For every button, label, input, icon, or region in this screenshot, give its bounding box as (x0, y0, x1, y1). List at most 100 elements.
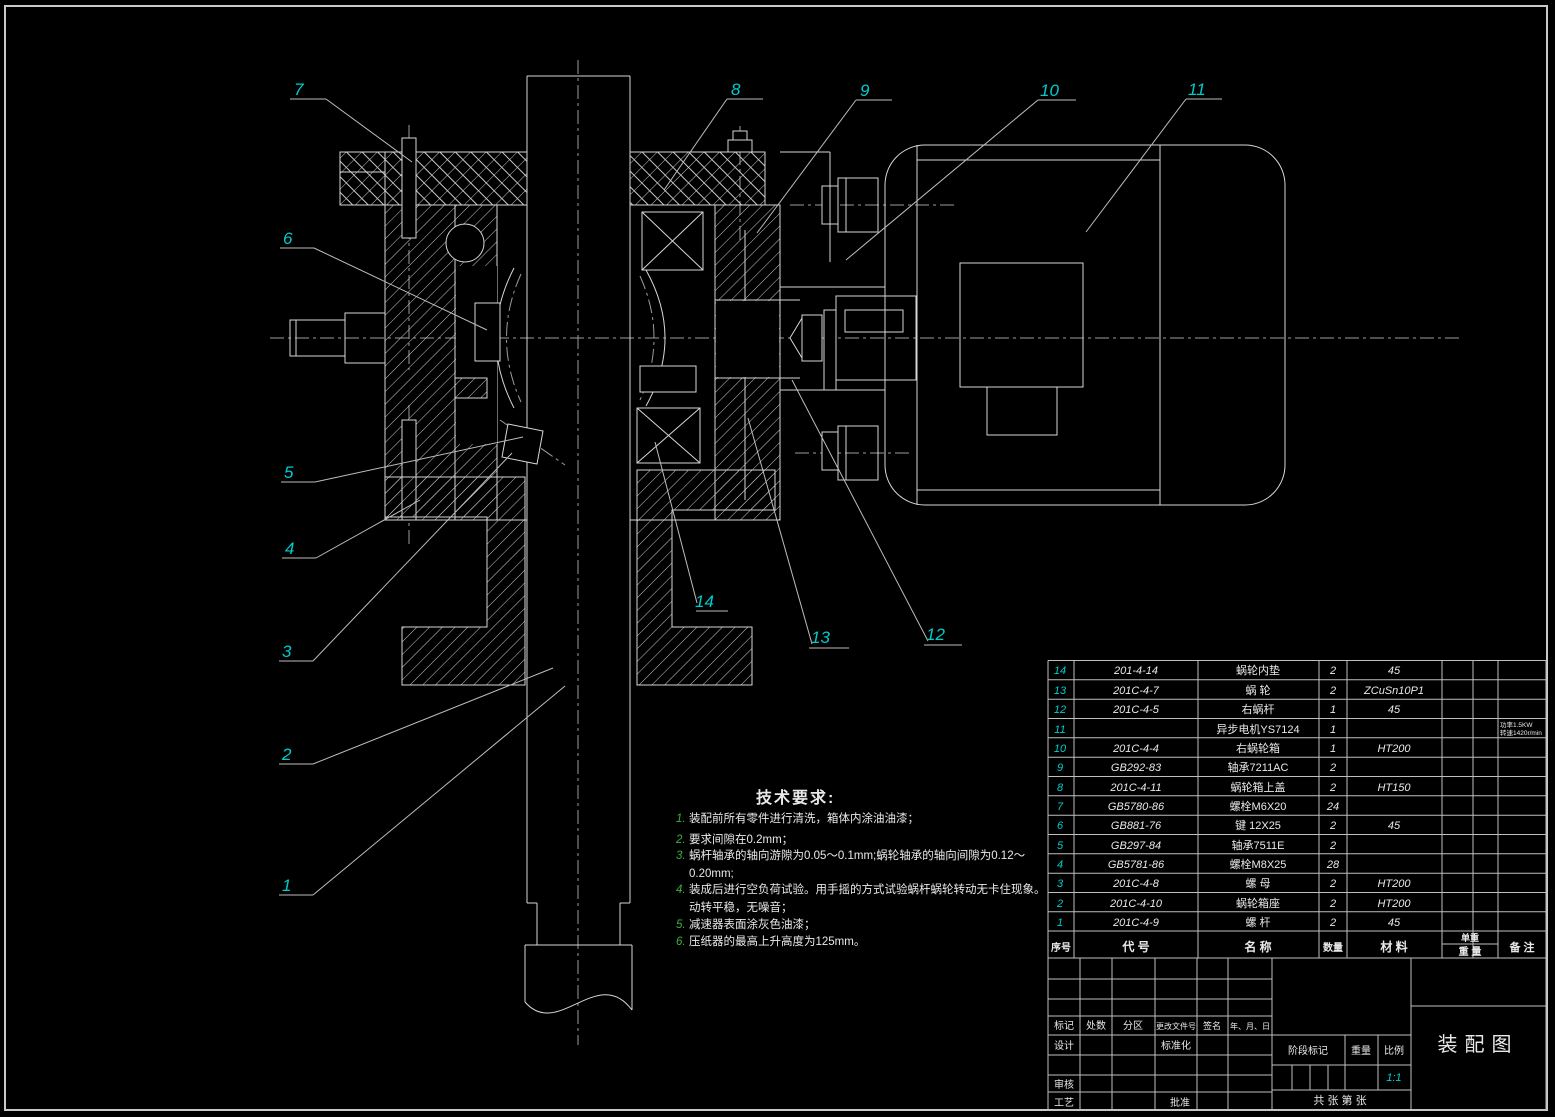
bom-cell: 201C-4-5 (1112, 704, 1160, 716)
coupling-key (844, 309, 904, 333)
tech-item-text: 动转平稳，无噪音； (689, 900, 793, 914)
tb-label: 处数 (1086, 1019, 1106, 1032)
oil-plug (445, 223, 485, 263)
callout-1: 1 (282, 876, 291, 895)
tech-item-number: 6. (676, 936, 686, 948)
tech-item-text: 装成后进行空负荷试验。用手摇的方式试验蜗杆蜗轮转动无卡住现象。 (689, 882, 1046, 896)
tb-label: 分区 (1123, 1020, 1143, 1032)
bearing-square-top (641, 211, 704, 271)
bom-cell: GB292-83 (1111, 762, 1162, 774)
worm-wheel-section (445, 211, 704, 465)
bom-cell: 2 (1329, 820, 1336, 832)
callout-6: 6 (283, 229, 293, 248)
tb-label: 年、月、日 (1230, 1021, 1270, 1031)
top-cover-right (629, 151, 766, 206)
tb-review-label: 审核 (1054, 1078, 1074, 1091)
callout-5: 5 (284, 463, 294, 482)
bom-cell: 8 (1057, 782, 1064, 794)
callout-9: 9 (860, 81, 870, 100)
bom-cell: 45 (1388, 704, 1401, 716)
bom-motor-remark: 功率1.5KW (1500, 720, 1533, 729)
bom-header: 代 号 (1121, 939, 1149, 954)
bom-header: 重 量 (1459, 945, 1482, 958)
bom-cell: 2 (1329, 898, 1336, 910)
pedestal-right (636, 469, 776, 686)
tb-stage-mark-label: 阶段标记 (1288, 1044, 1328, 1057)
bom-cell: 201C-4-8 (1112, 878, 1160, 890)
bom-cell: 201C-4-9 (1112, 917, 1159, 929)
bom-header: 数量 (1323, 941, 1343, 954)
bom-motor-remark: 转速1420r/min (1500, 728, 1542, 737)
callout-14: 14 (695, 592, 714, 611)
callout-2: 2 (281, 745, 292, 764)
bom-cell: 蜗轮箱座 (1236, 896, 1280, 910)
seal-block (454, 377, 488, 399)
bom-cell: 2 (1329, 840, 1336, 852)
tech-item-number: 3. (676, 850, 686, 862)
bom-cell: 2 (1329, 878, 1336, 890)
bom-cell: HT200 (1377, 898, 1411, 910)
gearbox-housing (339, 151, 781, 521)
cover-bolt (727, 139, 753, 153)
bom-header: 材 料 (1379, 939, 1407, 954)
bom-cell: 2 (1329, 685, 1336, 697)
bom-cell: 10 (1054, 743, 1067, 755)
bom-cell: 201C-4-4 (1112, 743, 1159, 755)
callout-10: 10 (1040, 81, 1059, 100)
bom-cell: 45 (1388, 820, 1401, 832)
bom-cell: 24 (1326, 801, 1339, 813)
bom-cell: 201C-4-7 (1112, 685, 1160, 697)
bom-cell: 2 (1056, 898, 1063, 910)
bom-cell: GB5780-86 (1108, 801, 1165, 813)
tb-label: 标记 (1054, 1020, 1074, 1032)
bom-cell: 右蜗轮箱 (1236, 741, 1280, 755)
bom-cell: 5 (1057, 840, 1064, 852)
bom-cell: 201C-4-11 (1109, 782, 1161, 794)
tech-item-text: 压纸器的最高上升高度为125mm。 (689, 934, 865, 948)
break-line (524, 994, 633, 1014)
callout-leaders: 7 8 9 10 11 6 5 4 3 2 1 14 13 12 (279, 80, 1222, 896)
motor (884, 144, 1286, 506)
tech-requirements: 技术要求: 1. 装配前所有零件进行清洗，箱体内涂油油漆； 2. 要求间隙在0.… (675, 788, 1046, 948)
callout-8: 8 (731, 80, 741, 99)
bom-cell: 1 (1330, 743, 1336, 755)
tech-item-text: 装配前所有零件进行清洗，箱体内涂油油漆； (689, 811, 919, 825)
bom-cell: 螺栓M6X20 (1230, 799, 1287, 813)
bom-cell: 蜗轮内垫 (1236, 663, 1280, 677)
bom-cell: 201-4-14 (1113, 665, 1158, 677)
sheet-border-frame (4, 5, 1548, 1111)
bearing-square-bottom (636, 407, 701, 464)
bom-cell: 4 (1057, 859, 1063, 871)
press-column (524, 75, 633, 1014)
callout-3: 3 (282, 642, 292, 661)
callout-13: 13 (811, 628, 830, 647)
tech-item-text: 减速器表面涂灰色油漆； (689, 917, 816, 931)
bom-cell: GB881-76 (1111, 820, 1162, 832)
bom-cell: 螺栓M8X25 (1230, 857, 1287, 871)
bom-cell: 7 (1057, 801, 1064, 813)
bom-header: 序号 (1051, 941, 1071, 954)
bom-header: 单重 (1461, 932, 1479, 943)
bom-cell: 2 (1329, 782, 1336, 794)
bom-cell: 11 (1054, 724, 1065, 736)
tech-item-number: 5. (676, 919, 686, 931)
bom-cell: 1 (1330, 704, 1336, 716)
bom-cell: 1 (1330, 724, 1336, 736)
tb-sheets-label: 共 张 第 张 (1313, 1093, 1366, 1107)
bom-cell: 6 (1057, 820, 1064, 832)
pedestal (384, 469, 776, 686)
bom-cell: 2 (1329, 917, 1336, 929)
bom-cell: 异步电机YS7124 (1216, 722, 1299, 736)
bom-cell: 1 (1057, 917, 1063, 929)
tb-process-label: 工艺 (1054, 1097, 1074, 1109)
tb-drawing-title: 装配图 (1438, 1033, 1519, 1056)
pedestal-left (384, 476, 526, 686)
bom-header: 名 称 (1244, 939, 1271, 954)
callout-12: 12 (926, 625, 945, 644)
bom-cell: 201C-4-10 (1109, 898, 1163, 910)
callout-11: 11 (1188, 80, 1206, 99)
bom-cell: HT200 (1377, 878, 1411, 890)
bom-cell: ZCuSn10P1 (1363, 685, 1424, 697)
